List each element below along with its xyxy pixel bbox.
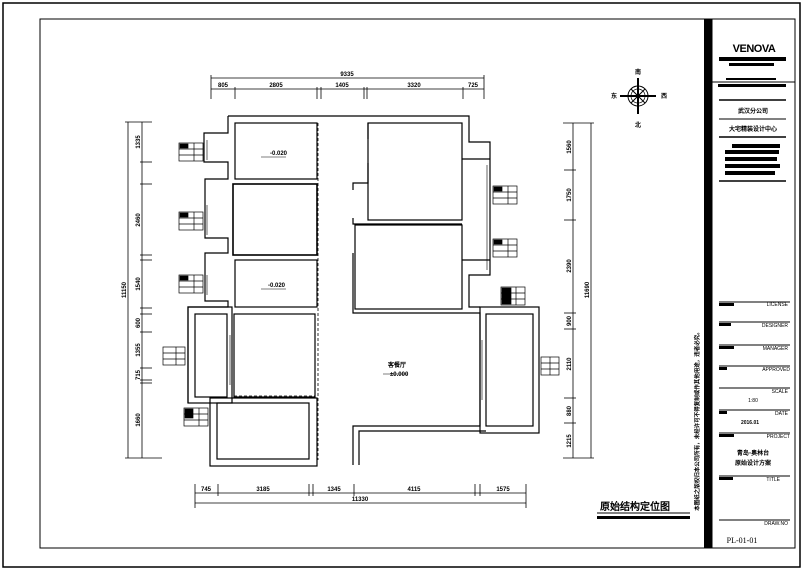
dim-right-5: 2110 [567, 357, 573, 371]
drawing-title: 原始结构定位图 [600, 500, 670, 513]
compass-top-label: 南 [635, 68, 641, 76]
approved-label: APPROVED [762, 367, 790, 373]
room-level-1: -0.020 [270, 151, 288, 157]
dim-left-total: 11150 [122, 281, 128, 298]
dim-bottom-2: 3185 [256, 487, 270, 493]
dim-top-5: 725 [468, 83, 479, 89]
project-label: PROJECT [767, 434, 790, 440]
dim-top-3: 1405 [335, 83, 349, 89]
dim-left-6: 715 [136, 369, 142, 380]
dim-left-3: 1540 [136, 277, 142, 291]
window-table [162, 346, 186, 366]
manager-label: MANAGER [763, 346, 789, 352]
dim-left-5: 1355 [136, 343, 142, 357]
dim-right-1: 1560 [567, 140, 573, 154]
copyright-note: 本图纸之版权归本公司所有，未经许可不得复制或作其他用途，违者必究。 [693, 329, 701, 511]
dim-top-4: 3320 [407, 83, 421, 89]
designer-label: DESIGNER [762, 323, 789, 329]
dim-top-2: 2805 [269, 83, 283, 89]
compass-bottom-label: 北 [635, 121, 641, 129]
dim-left-4: 600 [136, 317, 142, 328]
dim-right-4: 900 [567, 315, 573, 326]
project-name-line1: 青岛·奥林台 [737, 449, 769, 457]
dimension-lines [125, 75, 594, 508]
window-table [492, 185, 518, 205]
dim-top-1: 805 [218, 83, 229, 89]
license-label: LICENSE [767, 302, 789, 308]
drawing-frame [39, 18, 796, 549]
project-name-line2: 原始设计方案 [735, 459, 772, 467]
dim-right-total: 11690 [585, 281, 591, 298]
dim-bottom-4: 4115 [407, 487, 421, 493]
window-table [178, 142, 204, 162]
window-table [540, 356, 560, 376]
dim-left-1: 1335 [136, 135, 142, 149]
walls [187, 115, 540, 467]
dim-right-2: 1750 [567, 188, 573, 202]
dim-right-3: 2390 [567, 259, 573, 273]
living-dining-room-label: 客餐厅 [387, 361, 406, 369]
window-table [178, 211, 204, 231]
dim-right-7: 1215 [567, 434, 573, 448]
dim-top-total: 9335 [340, 72, 354, 78]
window-table [500, 286, 526, 306]
dim-bottom-3: 1345 [327, 487, 341, 493]
title-label: TITLE [766, 477, 780, 483]
date-label: DATE [775, 411, 789, 417]
date-value: 2016.01 [741, 420, 759, 426]
branch-name: 武汉分公司 [738, 107, 768, 115]
design-center-name: 大宅精装设计中心 [729, 125, 777, 133]
title-strip [704, 19, 712, 548]
window-table [178, 274, 204, 294]
dimension-labels: 9335 805 2805 1405 3320 725 11330 745 31… [122, 72, 591, 503]
dim-bottom-total: 11330 [352, 497, 369, 503]
title-block: VENOVA 武汉分公司 大宅精装设计中心 LICENSE DESIGNER M… [712, 43, 795, 545]
dim-right-6: 880 [567, 405, 573, 416]
living-room-level: ±0.000 [390, 372, 409, 378]
dim-bottom-5: 1575 [496, 487, 510, 493]
window-table [183, 407, 209, 427]
dim-left-2: 2460 [136, 213, 142, 227]
drawing-number: PL-01-01 [727, 536, 758, 545]
window-table [492, 238, 518, 258]
scale-label: SCALE [772, 389, 789, 395]
scale-value: 1:80 [748, 398, 758, 404]
compass-right-label: 西 [661, 92, 667, 100]
window-legend-tables [162, 142, 560, 427]
compass-icon: 南 东 西 北 [611, 68, 667, 129]
compass-left-label: 东 [611, 92, 617, 100]
brand-logo: VENOVA [733, 43, 776, 55]
drawing-number-label: DRAW.NO [764, 521, 788, 527]
room-level-2: -0.020 [268, 283, 286, 289]
dim-left-7: 1660 [136, 413, 142, 427]
dim-bottom-1: 745 [201, 487, 212, 493]
